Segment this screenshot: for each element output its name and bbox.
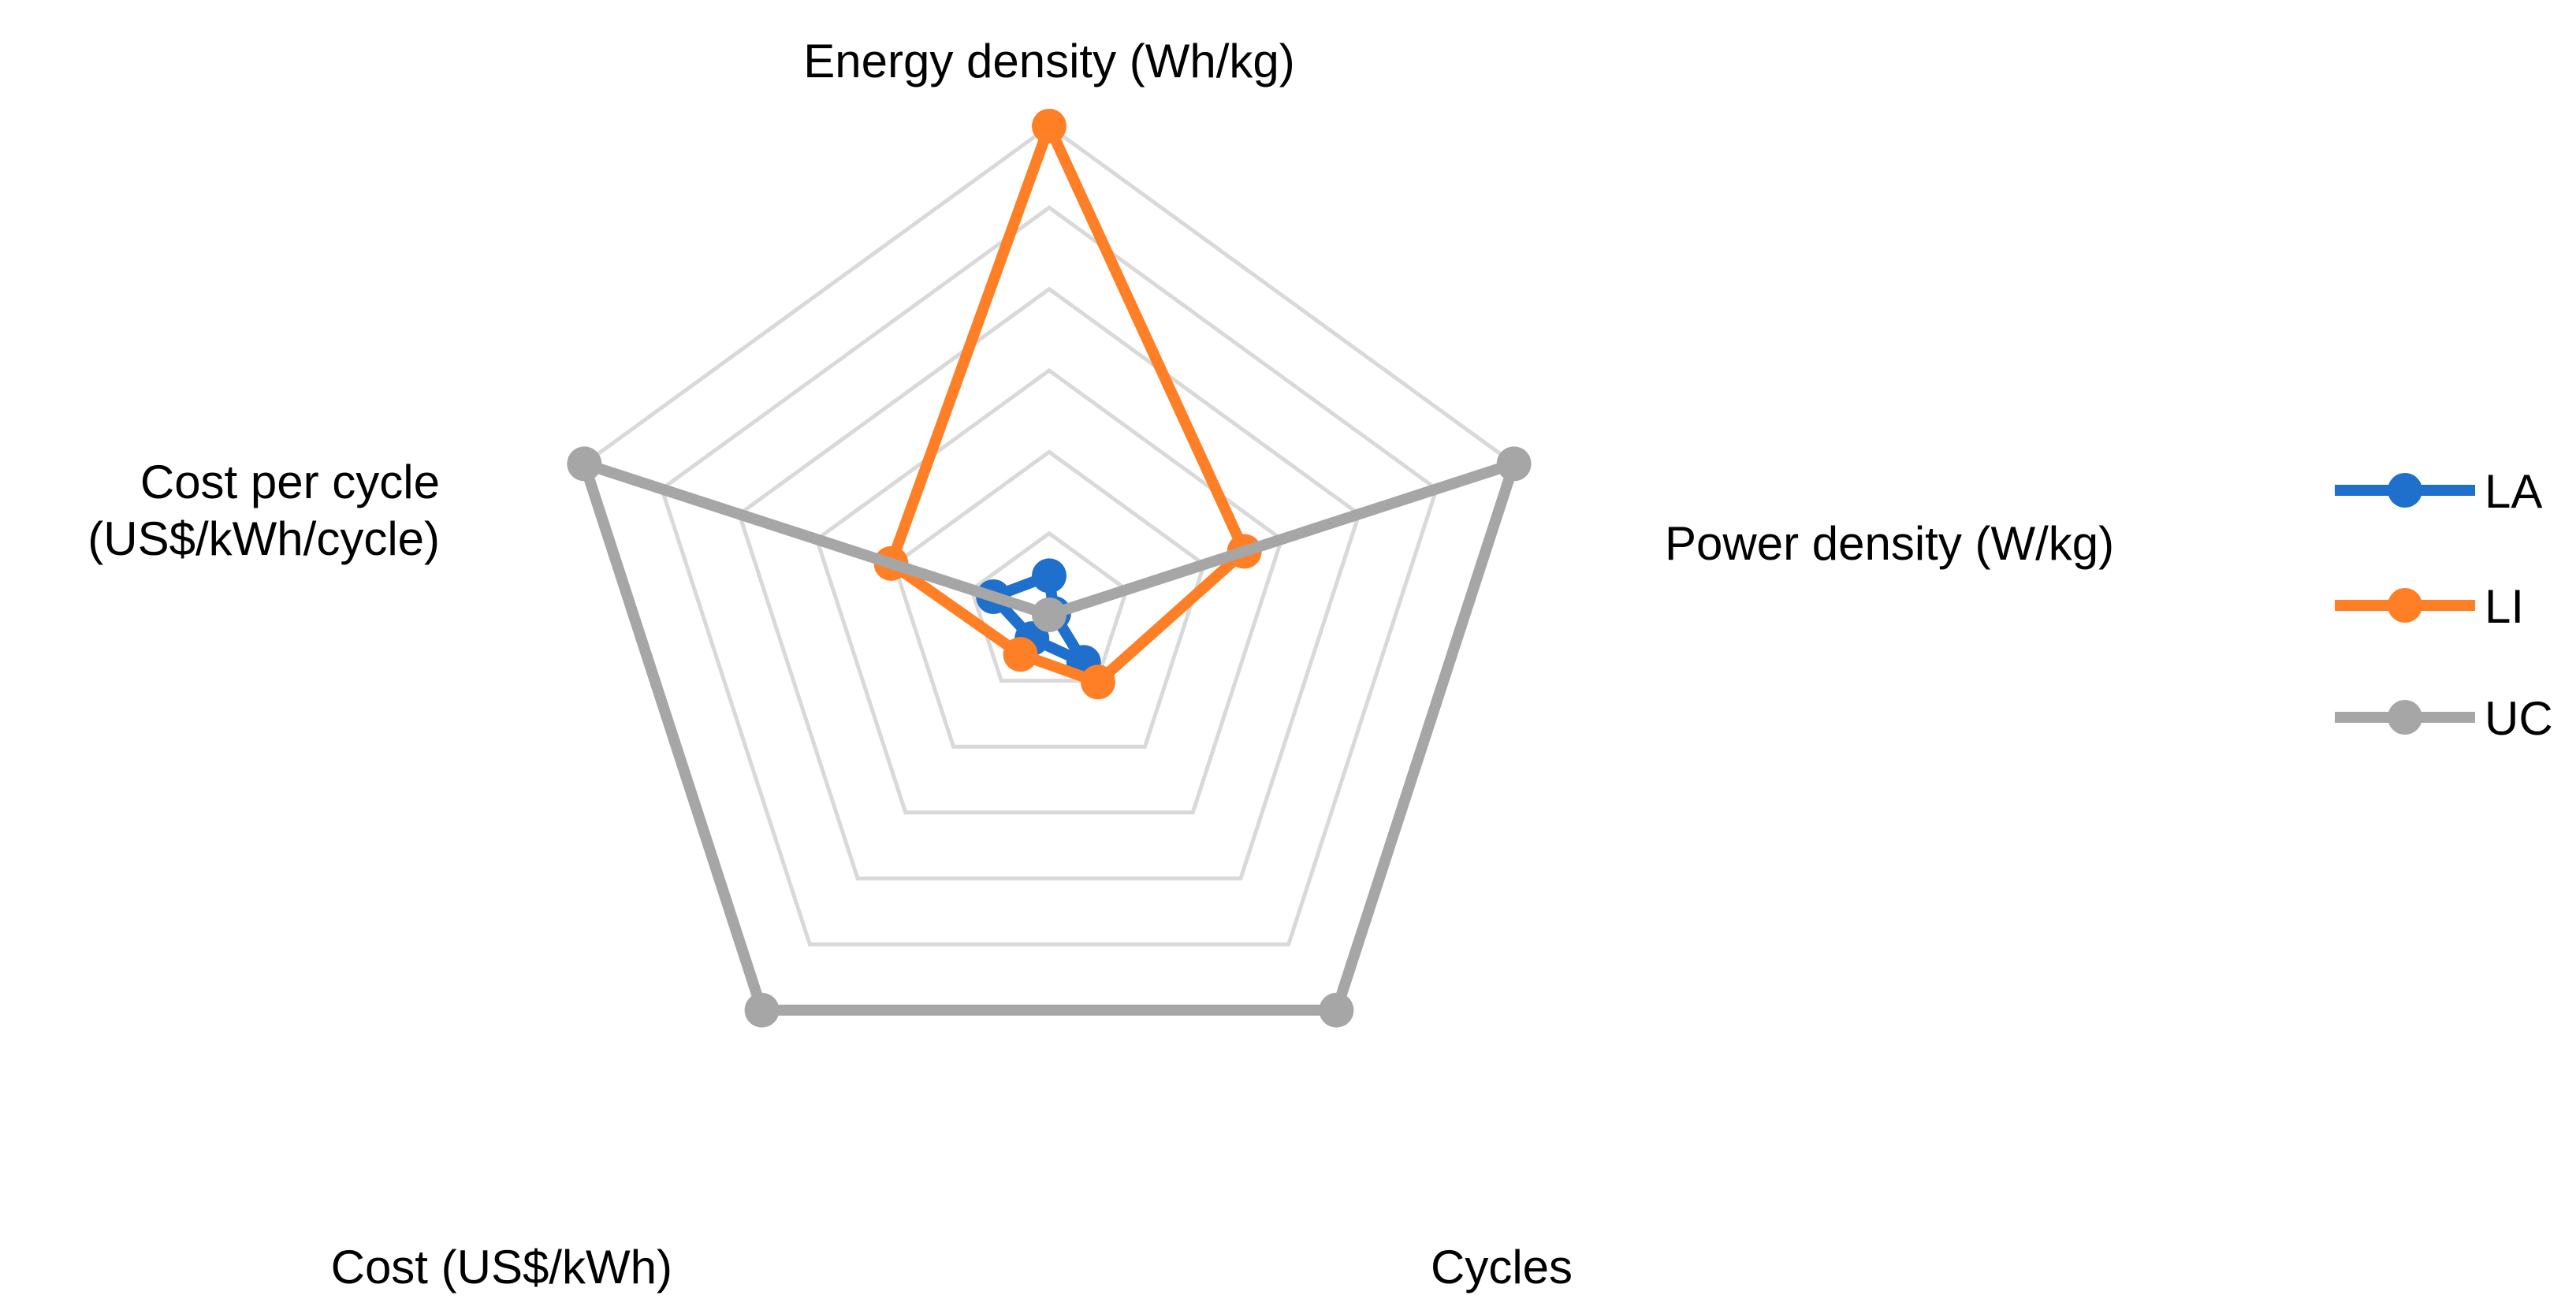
- axis-label-line: Cost per cycle: [140, 456, 440, 508]
- series-uc: [567, 446, 1532, 1028]
- axis-label-line: Cycles: [1431, 1241, 1573, 1294]
- axis-label-line: (US$/kWh/cycle): [87, 512, 440, 565]
- grid-ring-5: [659, 205, 1439, 947]
- legend-swatch-marker: [2388, 700, 2422, 735]
- data-point-uc-2: [1496, 446, 1532, 482]
- axis-label-4: Cost (US$/kWh): [331, 1241, 672, 1294]
- grid-ring-4: [736, 286, 1362, 880]
- data-point-la-1: [1032, 558, 1067, 594]
- grid-ring-1: [969, 530, 1130, 683]
- axis-label-3: Cycles: [1431, 1241, 1573, 1294]
- data-point-li-3: [1080, 664, 1115, 700]
- legend-item-li: LI: [2335, 580, 2524, 633]
- grid-ring-2: [892, 449, 1207, 749]
- data-point-uc-5: [567, 446, 602, 482]
- data-point-li-1: [1032, 109, 1067, 143]
- legend-item-la: LA: [2335, 465, 2542, 518]
- legend-swatch-marker: [2388, 588, 2422, 623]
- grid-ring-3: [814, 367, 1284, 815]
- series-line-li: [884, 111, 1252, 689]
- legend-swatch-marker: [2388, 473, 2422, 508]
- axis-label-2: Power density (W/kg): [1665, 517, 2114, 570]
- axis-labels: Energy density (Wh/kg) Power density (W/k…: [87, 35, 2114, 1294]
- axis-label-1: Energy density (Wh/kg): [803, 35, 1295, 87]
- legend-label-li: LI: [2485, 580, 2524, 633]
- data-point-uc-4: [744, 992, 780, 1028]
- legend: LA LI UC: [2335, 465, 2553, 745]
- axis-label-line: Cost (US$/kWh): [331, 1241, 672, 1294]
- radar-series: [567, 109, 1532, 1028]
- data-point-li-4: [1003, 637, 1038, 672]
- legend-item-uc: UC: [2335, 692, 2553, 745]
- legend-label-la: LA: [2485, 465, 2542, 518]
- axis-label-line: Power density (W/kg): [1665, 517, 2114, 570]
- data-point-uc-3: [1319, 992, 1354, 1028]
- series-line-uc: [575, 455, 1523, 1016]
- axis-label-5: Cost per cycle(US$/kWh/cycle): [87, 456, 440, 565]
- legend-label-uc: UC: [2485, 692, 2553, 745]
- axis-label-line: Energy density (Wh/kg): [803, 35, 1295, 87]
- data-point-uc-1: [1032, 597, 1067, 632]
